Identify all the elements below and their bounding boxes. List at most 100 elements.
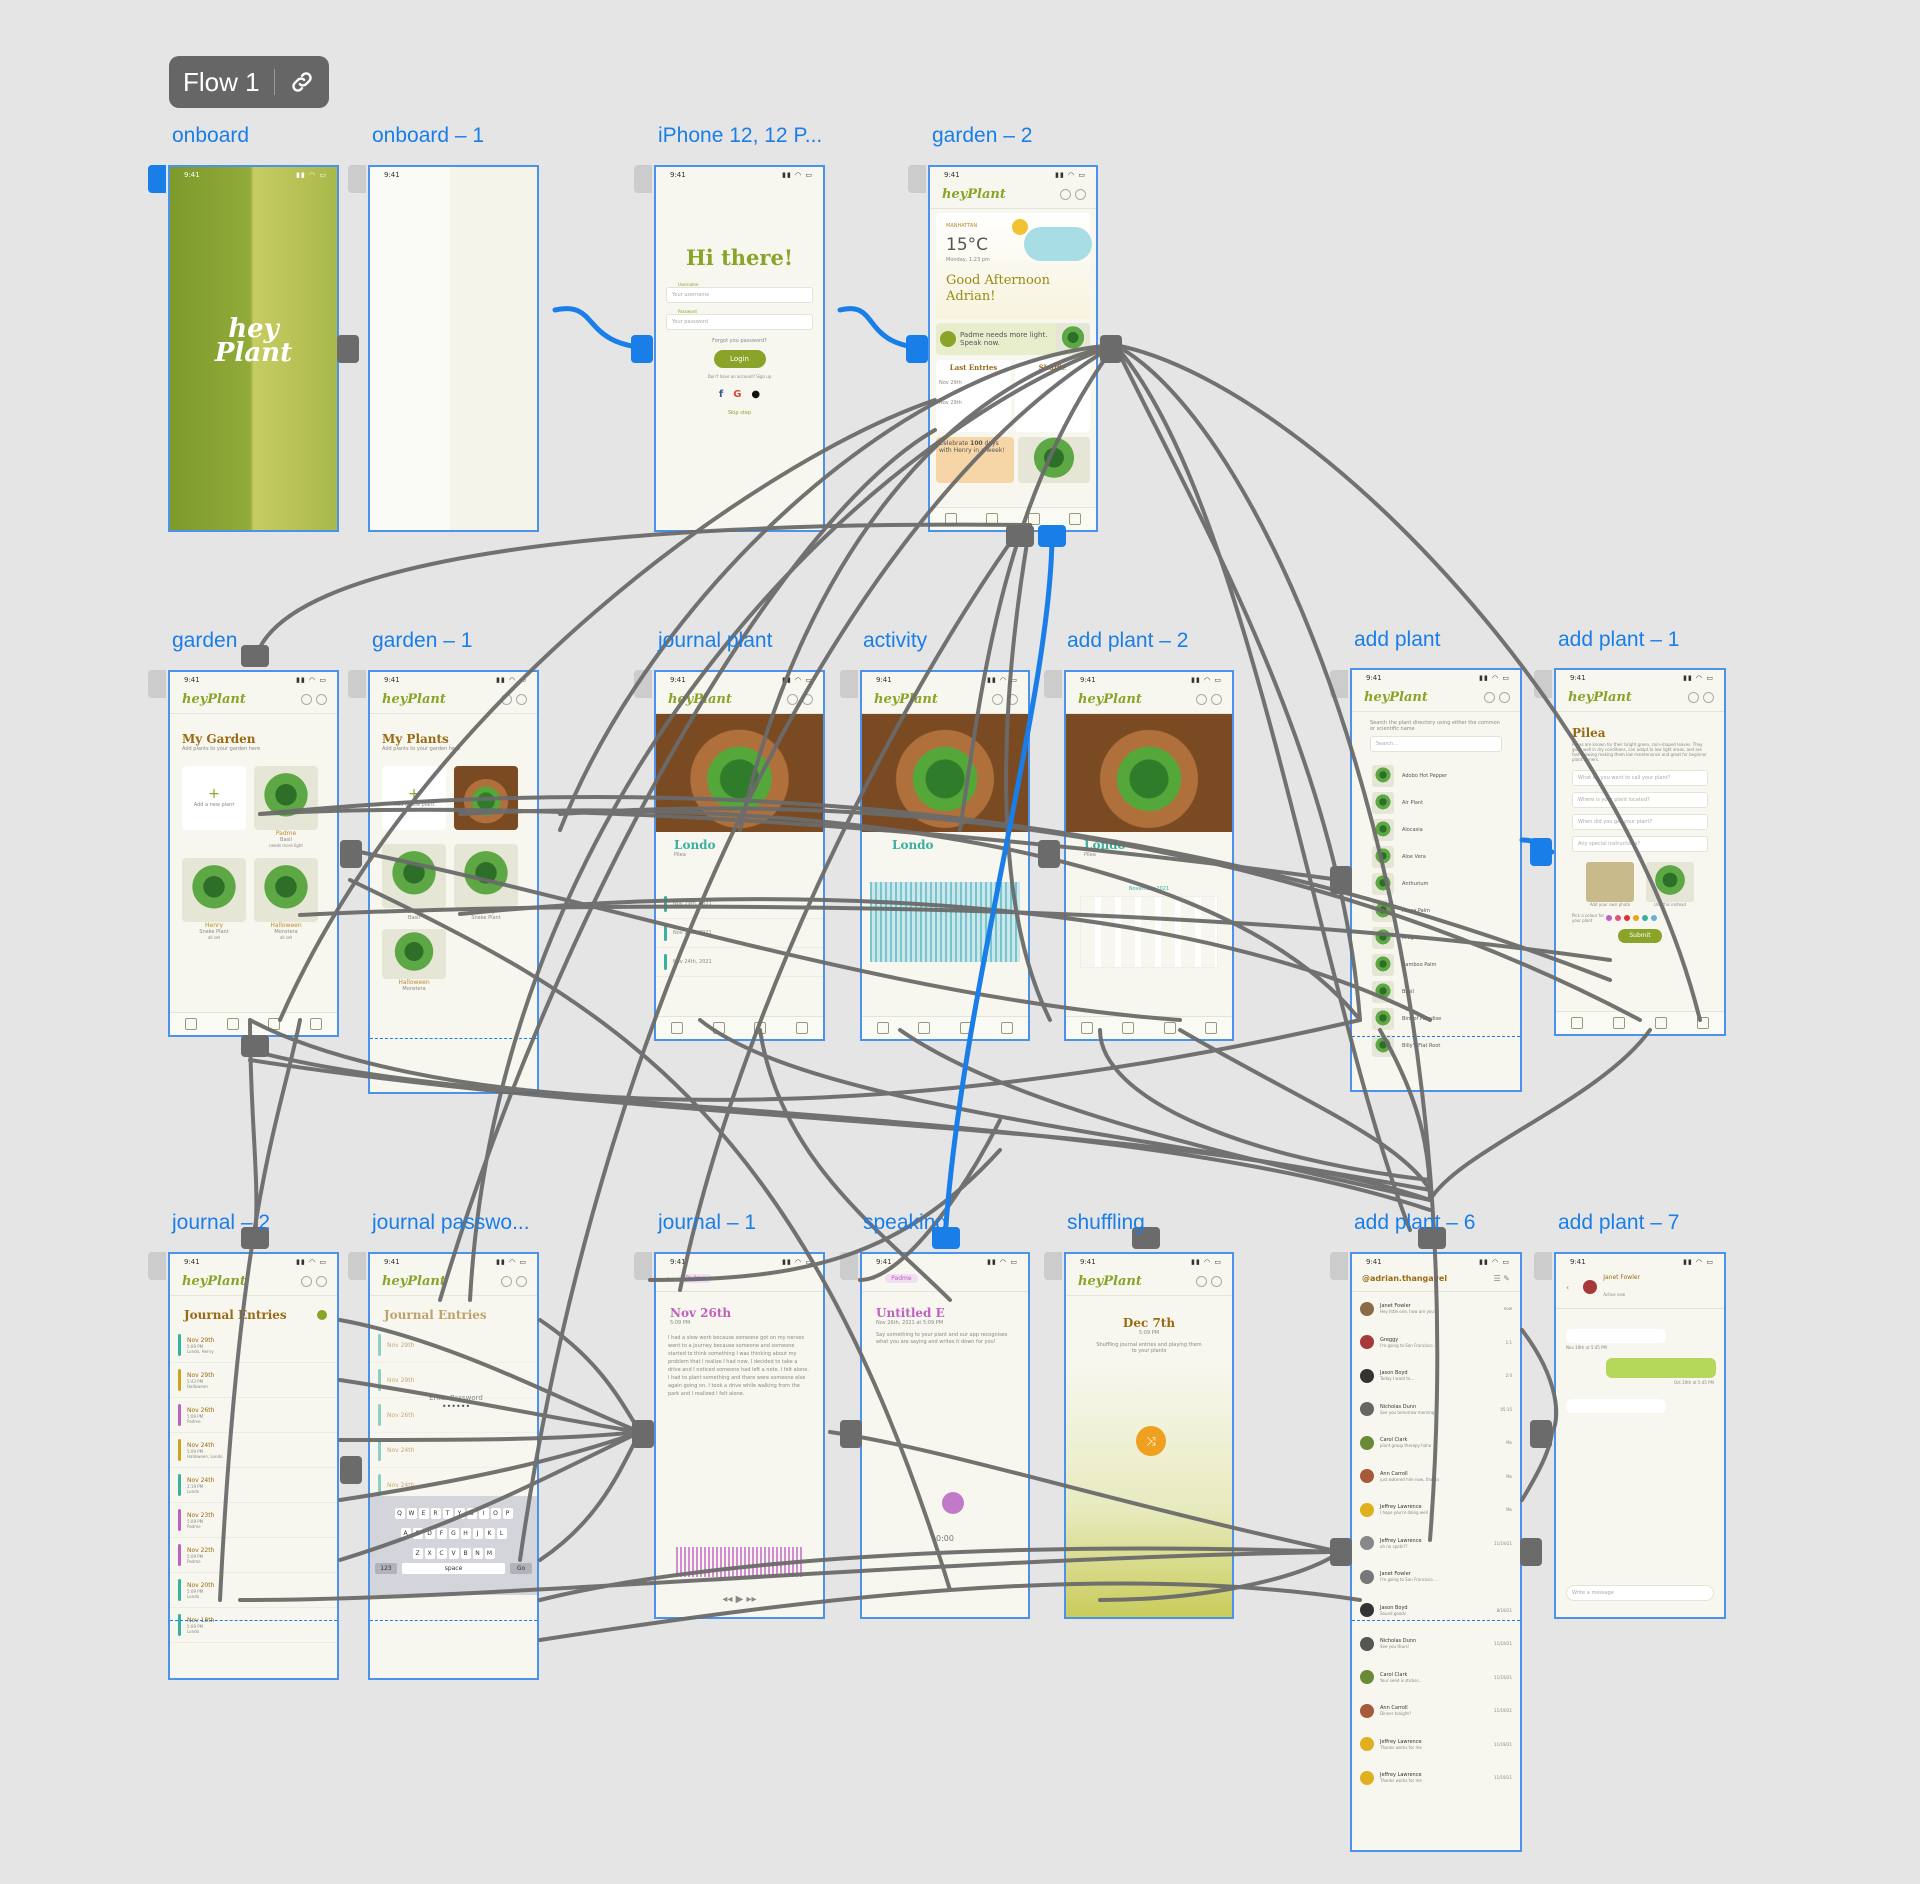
artboard-add-plant-2[interactable]: 9:41▮▮ ◠ ▭ heyPlant Londo Pilea November…	[1064, 670, 1234, 1041]
app-logo[interactable]: heyPlant	[668, 692, 732, 707]
key-h[interactable]: H	[460, 1528, 471, 1539]
calendar-grid[interactable]	[1080, 896, 1218, 968]
microphone-icon[interactable]	[942, 1492, 964, 1514]
plant-list-item[interactable]: Basil	[1352, 978, 1520, 1005]
artboard-onboard-1[interactable]: 9:41▮▮ ◠ ▭	[368, 165, 539, 532]
artboard-label-garden-1[interactable]: garden – 1	[372, 629, 473, 652]
camera-icon[interactable]	[1586, 862, 1634, 902]
password-input[interactable]: Your password	[666, 314, 813, 330]
key-c[interactable]: C	[436, 1548, 447, 1559]
app-logo[interactable]: heyPlant	[182, 1274, 246, 1289]
profile-icon[interactable]	[501, 1276, 512, 1287]
plant-list-item[interactable]: Adobo Hot Pepper	[1352, 762, 1520, 789]
link-icon[interactable]	[275, 69, 329, 95]
key-q[interactable]: Q	[394, 1508, 405, 1519]
skip-step-link[interactable]: Skip step	[727, 410, 752, 416]
key-z[interactable]: Z	[412, 1548, 423, 1559]
artboard-journal-plant[interactable]: 9:41▮▮ ◠ ▭ heyPlant Londo Pilea Nov 29th…	[654, 670, 825, 1041]
artboard-label-add-plant[interactable]: add plant	[1354, 628, 1441, 651]
key-m[interactable]: M	[484, 1548, 495, 1559]
key-i[interactable]: I	[478, 1508, 489, 1519]
tab-bar[interactable]	[170, 1012, 337, 1035]
app-logo[interactable]: heyPlant	[1568, 690, 1632, 705]
profile-icon[interactable]	[301, 1276, 312, 1287]
artboard-label-iphone[interactable]: iPhone 12, 12 P...	[658, 124, 823, 147]
artboard-label-speaking[interactable]: speaking	[863, 1211, 948, 1234]
speak-notice[interactable]: Padme needs more light. Speak now.	[936, 323, 1090, 355]
flow-badge[interactable]: Flow 1	[169, 56, 329, 108]
google-icon[interactable]: G	[733, 389, 742, 400]
tab-bar[interactable]	[656, 1016, 823, 1039]
signup-link[interactable]: Don't have an account? Sign up	[707, 374, 772, 379]
gear-icon[interactable]	[1211, 694, 1222, 705]
artboard-label-onboard[interactable]: onboard	[172, 124, 250, 147]
key-f[interactable]: F	[436, 1528, 447, 1539]
key-w[interactable]: W	[406, 1508, 417, 1519]
app-logo[interactable]: heyPlant	[382, 692, 446, 707]
artboard-shuffling[interactable]: 9:41▮▮ ◠ ▭ heyPlant Dec 7th 5:09 PM Shuf…	[1064, 1252, 1234, 1619]
artboard-add-plant[interactable]: 9:41▮▮ ◠ ▭ heyPlant Search the plant dir…	[1350, 668, 1522, 1092]
artboard-journal-1[interactable]: 9:41▮▮ ◠ ▭ ‹ Padme Nov 26th 5:09 PM I ha…	[654, 1252, 825, 1619]
add-entry-icon[interactable]	[317, 1310, 327, 1320]
shuffle-card[interactable]: Shuffle	[1015, 360, 1090, 432]
artboard-label-onboard-1[interactable]: onboard – 1	[372, 124, 485, 147]
artboard-login[interactable]: 9:41▮▮ ◠ ▭ Hi there! Username Your usern…	[654, 165, 825, 532]
plant-image[interactable]	[454, 766, 518, 830]
artboard-journal-2[interactable]: 9:41▮▮ ◠ ▭ heyPlant Journal Entries Nov …	[168, 1252, 339, 1680]
plant-list-item[interactable]: Bird of Paradise	[1352, 1005, 1520, 1032]
playback-controls[interactable]: ◂◂ ▶ ▸▸	[722, 1594, 757, 1605]
gear-icon[interactable]	[1211, 1276, 1222, 1287]
key-r[interactable]: R	[430, 1508, 441, 1519]
last-entries-card[interactable]: Last Entries Nov 29th Nov 29th	[936, 360, 1011, 432]
artboard-add-plant-1[interactable]: 9:41▮▮ ◠ ▭ heyPlant Pilea Pileas are kno…	[1554, 668, 1726, 1036]
search-input[interactable]: Search...	[1370, 736, 1502, 752]
profile-icon[interactable]	[1484, 692, 1495, 703]
plant-list-item[interactable]: Aloe Vera	[1352, 843, 1520, 870]
key-b[interactable]: B	[460, 1548, 471, 1559]
compose-icon[interactable]: ☰ ✎	[1493, 1274, 1510, 1283]
artboard-label-add-plant-2[interactable]: add plant – 2	[1067, 629, 1189, 652]
tab-bar[interactable]	[1556, 1011, 1724, 1034]
key-u[interactable]: U	[466, 1508, 477, 1519]
plant-list-item[interactable]: Air Plant	[1352, 789, 1520, 816]
artboard-speaking[interactable]: 9:41▮▮ ◠ ▭ ‹ Padme Untitled E Nov 26th, …	[860, 1252, 1030, 1619]
artboard-label-add-plant-6[interactable]: add plant – 6	[1354, 1211, 1476, 1234]
gear-icon[interactable]	[802, 694, 813, 705]
key-s[interactable]: S	[412, 1528, 423, 1539]
add-plant-card[interactable]: +Add a new plant	[382, 766, 446, 830]
artboard-garden[interactable]: 9:41▮▮ ◠ ▭ heyPlant My Garden Add plants…	[168, 670, 339, 1037]
gear-icon[interactable]	[316, 694, 327, 705]
key-space[interactable]: space	[402, 1563, 505, 1574]
artboard-label-shuffling[interactable]: shuffling	[1067, 1211, 1145, 1234]
plant-tag[interactable]: Padme	[679, 1274, 712, 1283]
profile-icon[interactable]	[301, 694, 312, 705]
app-logo[interactable]: heyPlant	[1078, 1274, 1142, 1289]
gear-icon[interactable]	[1499, 692, 1510, 703]
gear-icon[interactable]	[1007, 694, 1018, 705]
login-button[interactable]: Login	[713, 350, 766, 368]
artboard-label-journal-2[interactable]: journal – 2	[172, 1211, 271, 1234]
artboard-label-journal-password[interactable]: journal passwo...	[372, 1211, 530, 1234]
forgot-password-link[interactable]: Forgot you password?	[712, 338, 767, 344]
key-v[interactable]: V	[448, 1548, 459, 1559]
plant-list-item[interactable]: Bamboo Palm	[1352, 951, 1520, 978]
key-e[interactable]: E	[418, 1508, 429, 1519]
